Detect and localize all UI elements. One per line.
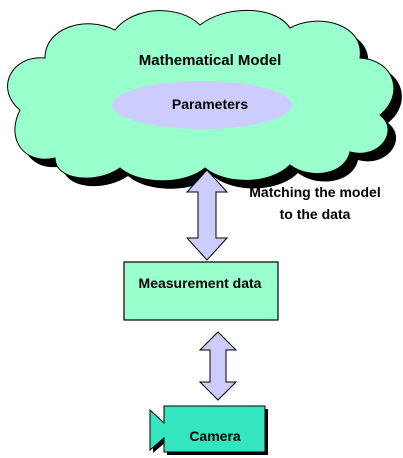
camera-shape (149, 405, 266, 453)
upper-double-arrow (185, 169, 229, 261)
cloud-title: Mathematical Model (138, 52, 282, 69)
lower-double-arrow (198, 331, 238, 401)
matching-label: Matching the model to the data (249, 184, 381, 222)
measurement-label: Measurement data (138, 275, 262, 291)
parameters-ellipse (112, 81, 292, 129)
camera-label: Camera (189, 428, 241, 444)
parameters-label: Parameters (171, 96, 249, 112)
measurement-box (123, 261, 279, 321)
